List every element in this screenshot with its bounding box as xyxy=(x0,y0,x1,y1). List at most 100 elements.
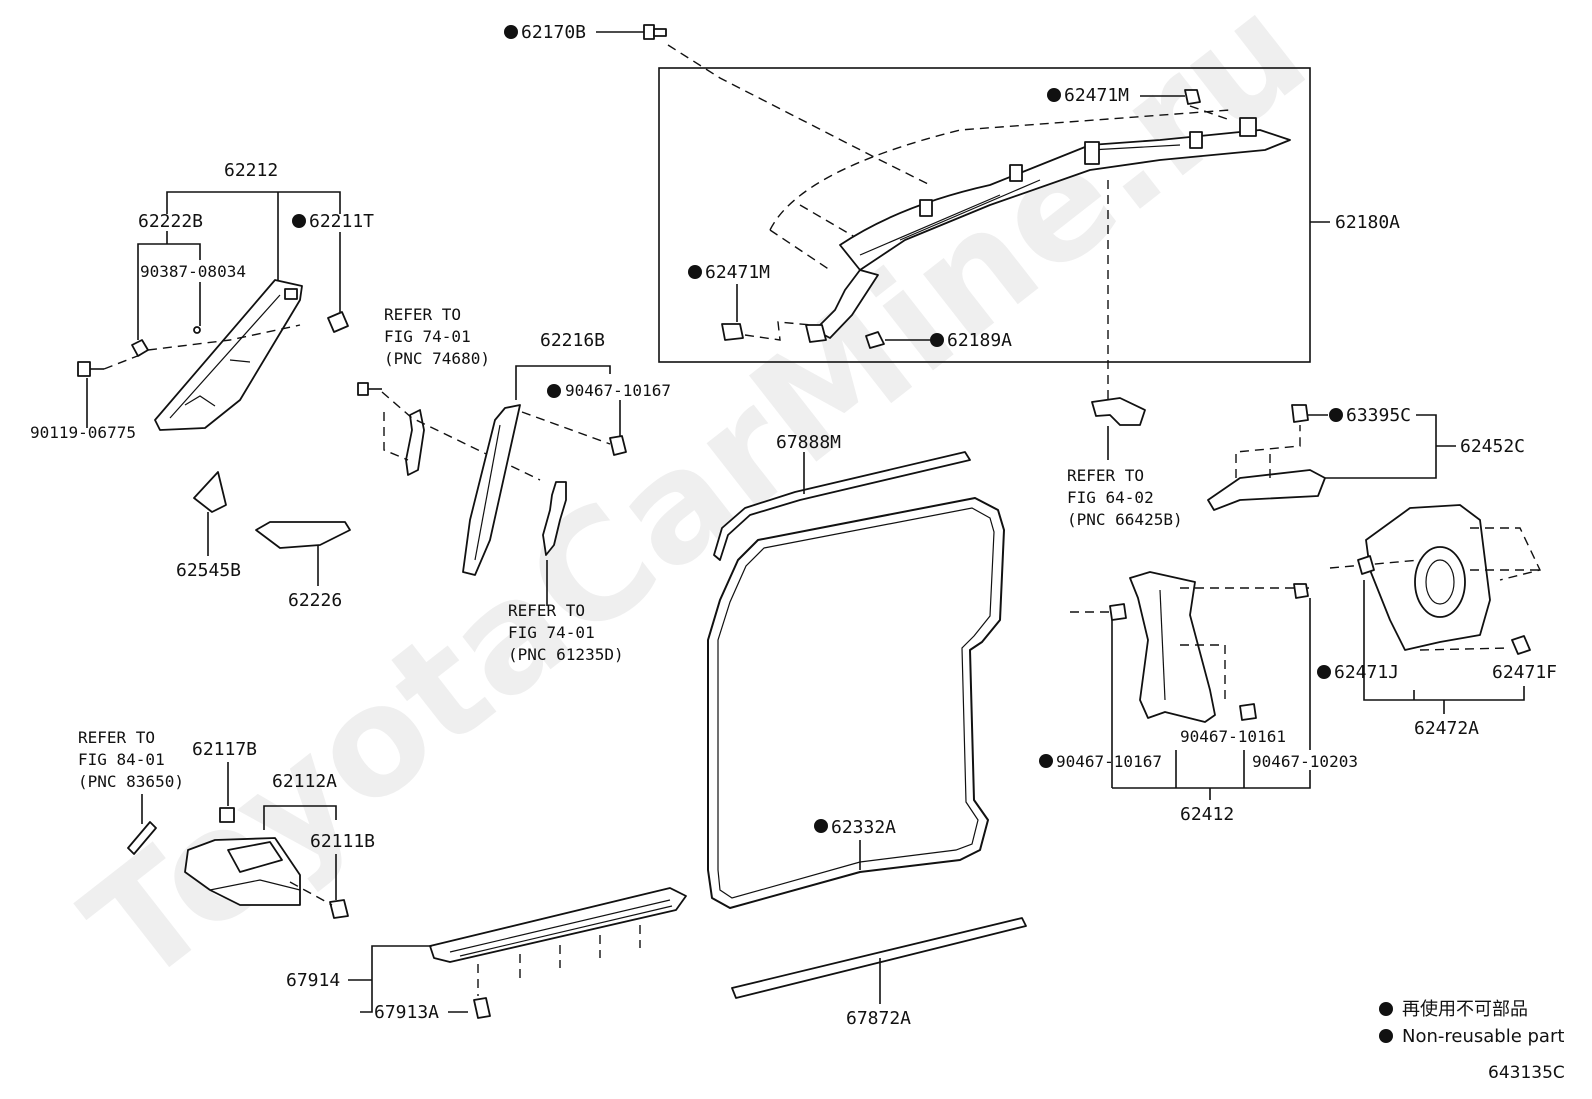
kick-panel-62112A xyxy=(184,837,301,906)
part-90467-10167-b[interactable]: 90467-10167 xyxy=(1056,752,1162,771)
airbag-group-box xyxy=(658,67,1311,363)
part-62545B[interactable]: 62545B xyxy=(176,560,241,581)
clip-90467-10167-a-icon xyxy=(609,435,627,456)
part-62212[interactable]: 62212 xyxy=(224,160,278,181)
nonreusable-mark xyxy=(688,265,702,279)
part-90467-10167-a[interactable]: 90467-10167 xyxy=(565,381,671,400)
quarter-trim-62472A xyxy=(1365,504,1491,651)
nonreusable-mark xyxy=(1317,665,1331,679)
bolt-90119-icon xyxy=(77,361,104,377)
legend-jp: 再使用不可部品 xyxy=(1402,999,1528,1020)
part-67914[interactable]: 67914 xyxy=(286,970,340,991)
nonreusable-mark xyxy=(814,819,828,833)
svg-text:REFER TO: REFER TO xyxy=(384,305,461,324)
part-62412[interactable]: 62412 xyxy=(1180,804,1234,825)
part-67872A[interactable]: 67872A xyxy=(846,1008,911,1029)
bracket-66425B-icon xyxy=(1091,397,1146,426)
clip-90467-10167-b-icon xyxy=(1109,603,1127,621)
clip-63395C-icon xyxy=(1291,404,1309,423)
svg-text:REFER TO: REFER TO xyxy=(78,728,155,747)
refer-fig-64-02[interactable]: REFER TO FIG 64-02 (PNC 66425B) xyxy=(1067,466,1183,529)
part-62472A[interactable]: 62472A xyxy=(1414,718,1479,739)
part-62189A[interactable]: 62189A xyxy=(947,330,1012,351)
refer-fig-74-01-a[interactable]: REFER TO FIG 74-01 (PNC 74680) xyxy=(384,305,490,368)
part-62471J[interactable]: 62471J xyxy=(1334,662,1399,683)
clip-62222B-icon xyxy=(131,339,149,357)
door-weatherstrip-62332A xyxy=(707,497,1005,909)
part-62170B[interactable]: 62170B xyxy=(521,22,586,43)
bolt-83650-icon xyxy=(127,821,157,855)
part-62111B[interactable]: 62111B xyxy=(310,831,375,852)
nonreusable-mark xyxy=(292,214,306,228)
svg-text:FIG 64-02: FIG 64-02 xyxy=(1067,488,1154,507)
svg-text:REFER TO: REFER TO xyxy=(508,601,585,620)
part-62117B[interactable]: 62117B xyxy=(192,739,257,760)
part-62545B-icon xyxy=(193,471,227,513)
rear-pillar-trim-62452C xyxy=(1207,469,1326,511)
svg-text:FIG 74-01: FIG 74-01 xyxy=(508,623,595,642)
part-62180A[interactable]: 62180A xyxy=(1335,212,1400,233)
part-67913A[interactable]: 67913A xyxy=(374,1002,439,1023)
part-67888M[interactable]: 67888M xyxy=(776,432,841,453)
part-62222B[interactable]: 62222B xyxy=(138,211,203,232)
part-90467-10161[interactable]: 90467-10161 xyxy=(1180,727,1286,746)
part-62112A[interactable]: 62112A xyxy=(272,771,337,792)
clip-62471J-icon xyxy=(1357,555,1375,575)
nonreusable-mark xyxy=(547,384,561,398)
a-pillar-garnish xyxy=(154,279,303,431)
clip-62211T-icon xyxy=(327,311,349,333)
b-pillar-lower-garnish-62412 xyxy=(1129,571,1216,723)
part-62211T[interactable]: 62211T xyxy=(309,211,374,232)
part-62332A[interactable]: 62332A xyxy=(831,817,896,838)
part-62226[interactable]: 62226 xyxy=(288,590,342,611)
clip-90467-10203-icon xyxy=(1293,583,1309,599)
nonreusable-mark xyxy=(930,333,944,347)
clip-62471M-left-icon xyxy=(721,323,744,341)
nonreusable-mark xyxy=(504,25,518,39)
part-62216B[interactable]: 62216B xyxy=(540,330,605,351)
b-pillar-upper-garnish xyxy=(462,404,521,576)
part-90119-06775[interactable]: 90119-06775 xyxy=(30,423,136,442)
clip-62471F-icon xyxy=(1511,635,1531,655)
part-90387-08034[interactable]: 90387-08034 xyxy=(140,262,246,281)
legend-en: Non-reusable part xyxy=(1402,1026,1564,1047)
curtain-airbag-assembly xyxy=(769,109,1291,343)
svg-text:(PNC 66425B): (PNC 66425B) xyxy=(1067,510,1183,529)
nut-62117B-icon xyxy=(219,807,235,823)
clip-62471M-icon xyxy=(1184,89,1201,105)
svg-text:(PNC 83650): (PNC 83650) xyxy=(78,772,184,791)
nonreusable-mark xyxy=(1039,754,1053,768)
door-opening-trim xyxy=(713,451,971,561)
scuff-plate-67914 xyxy=(429,887,687,963)
clip-67913A-icon xyxy=(473,997,491,1019)
part-62471F[interactable]: 62471F xyxy=(1492,662,1557,683)
bracket-61235D-icon xyxy=(542,481,567,556)
part-62452C[interactable]: 62452C xyxy=(1460,436,1525,457)
part-62471M-left[interactable]: 62471M xyxy=(705,262,770,283)
svg-text:REFER TO: REFER TO xyxy=(1067,466,1144,485)
bolt-62170B-icon xyxy=(643,24,667,40)
nonreusable-mark xyxy=(1329,408,1343,422)
bracket-74680-icon xyxy=(405,409,425,476)
part-62226-icon xyxy=(255,521,351,549)
svg-text:(PNC 74680): (PNC 74680) xyxy=(384,349,490,368)
bolt-icon xyxy=(357,382,382,396)
clip-62189A-icon xyxy=(865,331,885,349)
nonreusable-mark xyxy=(1047,88,1061,102)
refer-fig-84-01[interactable]: REFER TO FIG 84-01 (PNC 83650) xyxy=(78,728,184,791)
part-63395C[interactable]: 63395C xyxy=(1346,405,1411,426)
svg-text:FIG 74-01: FIG 74-01 xyxy=(384,327,471,346)
clip-62111B-icon xyxy=(329,899,349,919)
nut-90387-icon xyxy=(193,326,201,334)
drawing-number: 643135C xyxy=(1488,1063,1565,1083)
part-62471M-top[interactable]: 62471M xyxy=(1064,85,1129,106)
svg-text:FIG 84-01: FIG 84-01 xyxy=(78,750,165,769)
svg-text:(PNC 61235D): (PNC 61235D) xyxy=(508,645,624,664)
refer-fig-74-01-b[interactable]: REFER TO FIG 74-01 (PNC 61235D) xyxy=(508,601,624,664)
legend: 再使用不可部品 Non-reusable part xyxy=(1379,999,1564,1047)
clip-90467-10161-icon xyxy=(1239,703,1257,721)
rocker-weatherstrip-67872A xyxy=(731,917,1027,999)
part-90467-10203[interactable]: 90467-10203 xyxy=(1252,752,1358,771)
